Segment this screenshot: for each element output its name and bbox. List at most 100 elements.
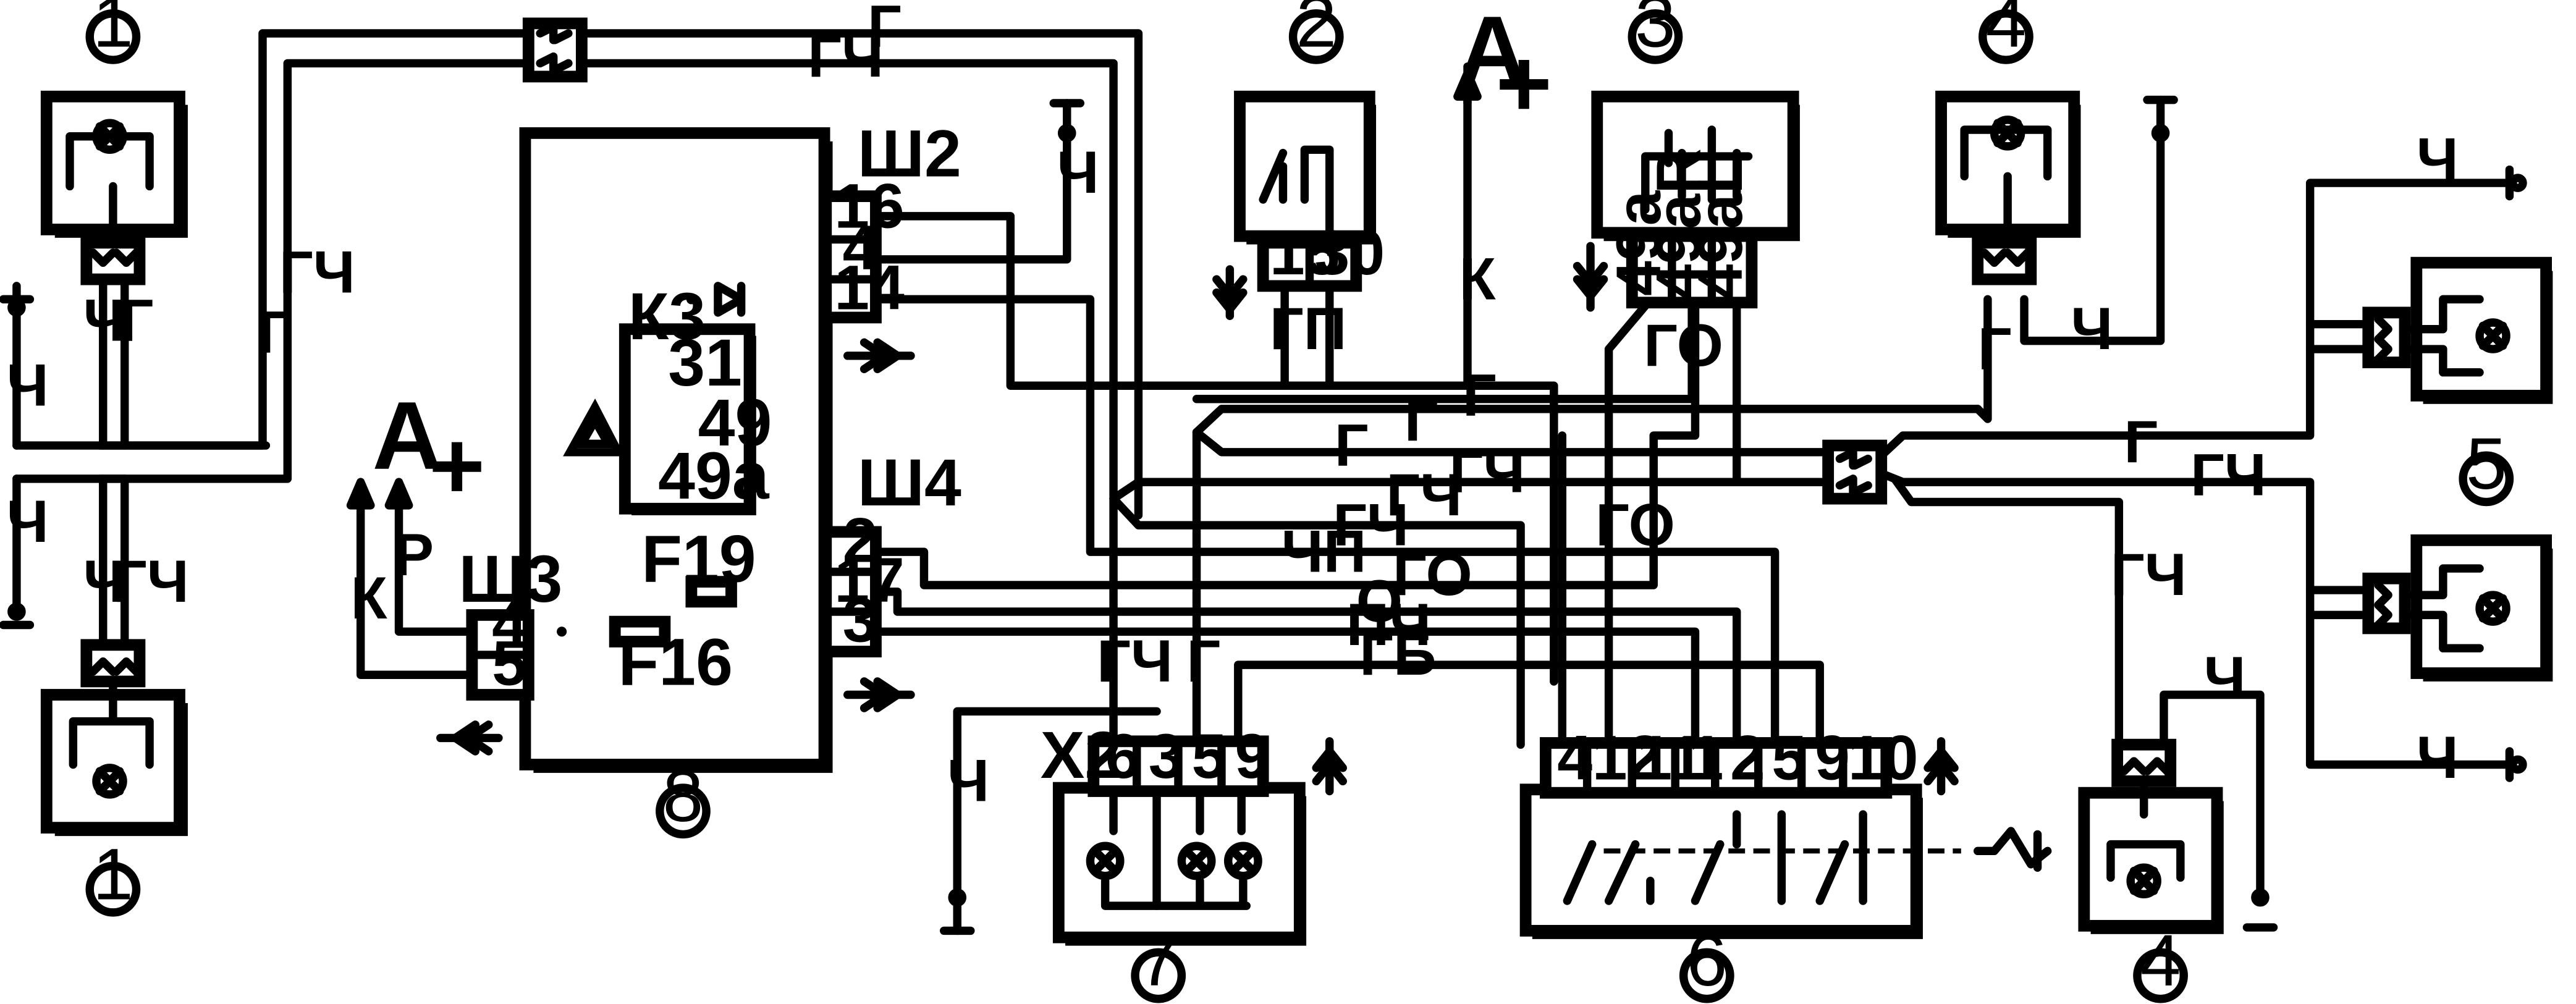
hazard-triangle-icon: [563, 398, 625, 457]
diode-icon: [714, 282, 746, 317]
switch-3-contacts: [1641, 125, 1753, 214]
supply-plus-top: +: [1496, 30, 1552, 137]
wire-gch-bus-1: [1109, 478, 1833, 503]
wire-lamp4b-ch: [2160, 690, 2265, 902]
sh2-block: [820, 190, 882, 324]
wire-gch-top-bus: [577, 59, 1118, 503]
lamp-1-upper-terminals: [88, 248, 141, 267]
x2-pin-9: 9: [1235, 720, 1270, 791]
label-x2: Х2: [1041, 718, 1122, 792]
supply-a-left: А: [372, 382, 442, 490]
wire-label-gb: ГБ: [1359, 620, 1436, 688]
callout-1-top-num: 1: [93, 0, 133, 63]
wire-49aR: [1192, 292, 1696, 403]
blk6-pin-9: 9: [1815, 722, 1850, 793]
callout-5: [2459, 451, 2514, 507]
wire-label-ch-lamp4b: Ч: [2204, 644, 2246, 711]
wire-14-out: [873, 295, 1780, 749]
wire-k-supply: [356, 494, 476, 679]
wire-label-g-mid-2: Г: [1404, 386, 1438, 453]
callout-7-num: 7: [1138, 920, 1179, 1002]
fuse-f19: [685, 576, 737, 608]
wire-label-ch-lamp1: Ч: [83, 287, 125, 354]
wire-label-k-left: К: [351, 564, 388, 631]
callout-1-bottom: [85, 861, 141, 917]
unit-8: [466, 127, 882, 773]
wire-label-pch: ПЧ: [1346, 591, 1432, 658]
switch-2: [1234, 90, 1377, 292]
callouts: [85, 9, 2514, 1003]
wire-label-g-mid-1: Г: [1463, 361, 1497, 429]
lamp-1-upper-x: [95, 122, 124, 151]
callout-6: [1679, 948, 1734, 1003]
wire-label-chp: ЧП: [1282, 517, 1367, 584]
light-block-7: [1052, 735, 1307, 946]
wire-g-to-lamp4: [1973, 295, 1992, 423]
lamp-4-top: [1935, 90, 2081, 285]
switch-2-contacts: [1259, 145, 1334, 245]
sh4-block: [820, 526, 882, 657]
wire-label-ch-lamp4: Ч: [2071, 295, 2113, 362]
wire-label-gch-x2: ГЧ: [1097, 627, 1173, 694]
harness-arrow-6: [1312, 737, 1347, 796]
wire-g-bus-1: [1192, 405, 1982, 437]
wire-gch-lamp4b: [1890, 475, 2124, 749]
wire-p-supply: [394, 494, 476, 636]
wire-g-bus-2: [1192, 428, 1833, 457]
ground-lamp5a-dot: [2509, 174, 2527, 192]
wire-x2-ch-ground: [953, 707, 1161, 935]
wire-label-gch-lamp1b: ГЧ: [113, 547, 189, 615]
pin-16: 16: [834, 171, 905, 242]
switch-3: [1591, 90, 1800, 309]
blk6-pin-2: 2: [1730, 722, 1765, 793]
harness-arrow-1: [843, 338, 915, 374]
fuse-f16: [609, 615, 671, 648]
label-k3: К3: [628, 279, 706, 353]
relay-k3: [619, 323, 756, 515]
wire-label-gch-top: ГЧ: [808, 22, 884, 90]
label-sh3: Ш3: [458, 542, 562, 616]
wire-label-g-right: Г: [2124, 408, 2158, 475]
lamp-4-bottom: [2078, 738, 2224, 934]
callout-3: [1628, 9, 1683, 64]
wire-lamp4-ch: [2020, 129, 2165, 345]
harness-arrow-2: [843, 677, 915, 712]
wire-label-r-left: Р: [394, 521, 434, 588]
wire-label-go-right: ГО: [1595, 491, 1675, 558]
wire-label-ch-left-2: Ч: [7, 487, 49, 555]
pin-2: 2: [843, 504, 878, 575]
relay-pin-31: 31: [668, 326, 742, 400]
blk6-pin-12: 12: [1592, 722, 1663, 793]
wire-4-ch: [873, 129, 1071, 264]
supply-arrow-a-top: [1453, 62, 1482, 108]
supply-plus-left: +: [429, 412, 485, 520]
callout-2: [1288, 9, 1344, 64]
callout-6-num: 6: [1686, 920, 1727, 1002]
wire-label-gch-mid-1: ГЧ: [1449, 437, 1525, 505]
relay-pin-49: 49: [698, 386, 772, 460]
label-f16: F16: [619, 625, 733, 699]
wire-3-pch: [873, 627, 1700, 749]
lamp-1-lower-terminals: [88, 657, 141, 676]
pin-3: 3: [843, 584, 878, 655]
wire-gch-left-top: [95, 59, 533, 483]
blk6-pin-10: 10: [1848, 722, 1919, 793]
callout-4-bottom-num: 4: [2140, 920, 2181, 1002]
wire-label-ch-x2: Ч: [947, 747, 989, 814]
x2-pin-3: 3: [1149, 720, 1184, 791]
switch-block-6-contacts: [1563, 810, 1867, 905]
lamp-1-lower-x: [95, 767, 124, 796]
harness-arrow-7: [1924, 737, 1959, 796]
pin-4: 4: [843, 212, 878, 283]
wire-label-ch-left-1: Ч: [7, 351, 49, 418]
label-sh4: Ш4: [858, 445, 961, 520]
callout-7: [1131, 948, 1186, 1003]
ground-lamp4b-dot: [2251, 888, 2270, 907]
blk6-pin-4: 4: [1557, 722, 1592, 793]
blk6-pin-11: 11: [1637, 722, 1704, 793]
x2-pin-5: 5: [1191, 720, 1227, 791]
ground-lamp5b-dot: [2509, 755, 2527, 774]
supply-arrow-k: [346, 478, 375, 510]
